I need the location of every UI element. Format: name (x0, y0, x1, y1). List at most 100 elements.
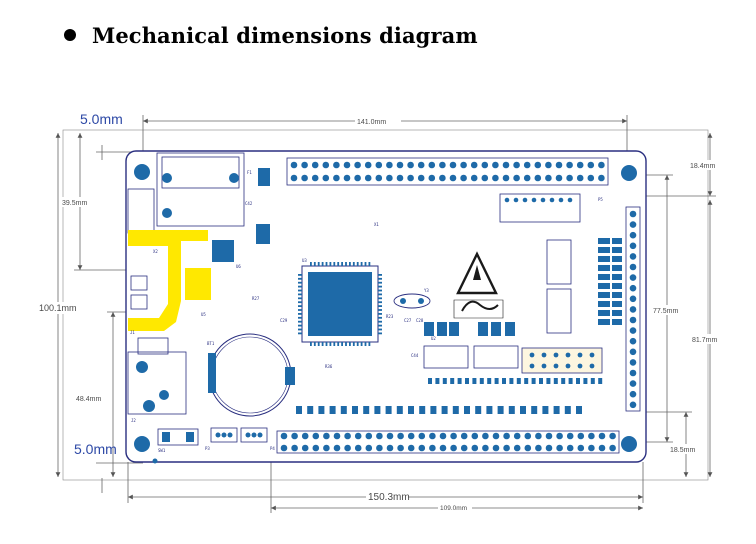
led-pad (590, 378, 595, 384)
mcu-pin (298, 324, 302, 327)
mcu-pin (321, 262, 324, 266)
mcu-pin (378, 305, 382, 307)
header-pin (460, 432, 468, 440)
mcu-pin (298, 313, 302, 315)
mcu-pin (349, 342, 351, 346)
smd-pad (541, 352, 547, 358)
header-pin (311, 161, 319, 169)
header-pin (524, 444, 532, 452)
header-pin (588, 444, 595, 452)
led-pad (524, 378, 529, 384)
smd-pad (541, 363, 547, 369)
header-pin (344, 444, 351, 452)
header-pin (407, 432, 415, 440)
mcu-pin (298, 316, 302, 319)
led-pad (428, 378, 432, 384)
header-pin (386, 174, 393, 182)
bullet-dot-icon (64, 29, 76, 41)
header-pin (502, 161, 510, 169)
mcu-pin (317, 342, 320, 346)
header-pin (396, 161, 404, 169)
mcu-pin (333, 342, 336, 346)
header-pin (407, 444, 415, 452)
label-c27: C27 (404, 318, 412, 323)
led-pad (509, 378, 514, 384)
label-x1: X1 (374, 222, 379, 227)
bottom-left-parts (130, 275, 268, 446)
mcu-pin (298, 301, 302, 304)
smd-pad (598, 265, 610, 271)
header-pin (343, 174, 351, 182)
heading: Mechanical dimensions diagram (64, 20, 478, 50)
mcu-pin (325, 342, 328, 346)
header-pin (439, 161, 446, 169)
smd-pad (553, 352, 559, 358)
led-pad (464, 406, 470, 414)
mcu-pin (298, 309, 302, 311)
led-pad (486, 406, 493, 414)
header-pin (629, 295, 637, 303)
rj45-connector (127, 152, 245, 234)
header-pin (556, 432, 563, 440)
mcu-pin (378, 301, 382, 304)
led-pad (576, 378, 580, 384)
header-pin (535, 444, 542, 452)
smd-pad (612, 319, 622, 325)
smd-pad (612, 283, 622, 289)
header-pin (407, 161, 414, 169)
led-pad (457, 378, 462, 384)
mcu-pin (378, 328, 382, 331)
mcu-pin (317, 262, 320, 266)
smd-pad (598, 301, 610, 307)
led-pad (598, 378, 603, 384)
header-pin (470, 161, 478, 169)
top-header (286, 157, 609, 186)
header-pin (576, 174, 584, 182)
header-pin (492, 432, 500, 440)
dim-bottom-margin: 5.0mm (74, 441, 117, 457)
header-pin (545, 432, 553, 440)
mcu-pin (356, 342, 359, 346)
dim-left-total: 100.1mm (39, 303, 77, 313)
smd-pad (612, 292, 622, 298)
mcu-pin (378, 277, 382, 280)
header-pin (629, 316, 637, 324)
header-pin (588, 432, 595, 440)
header-pin (481, 174, 489, 182)
mcu-pin (378, 332, 382, 335)
mcu-pin (378, 313, 382, 315)
led-pad (531, 378, 536, 384)
mcu-pin (298, 328, 302, 331)
mcu-pin (378, 320, 382, 323)
mcu-pin (313, 342, 316, 346)
mcu-pin (298, 297, 302, 300)
header-pin (629, 274, 637, 281)
smd-pad (540, 197, 546, 203)
smd-pad (567, 197, 573, 203)
header-pin (312, 432, 320, 440)
header-pin (598, 174, 605, 182)
smd-pad (598, 274, 610, 280)
header-pin (460, 444, 468, 452)
led-pad (494, 378, 499, 384)
header-pin (418, 444, 426, 452)
label-j1: J1 (130, 330, 135, 335)
bottom-left-pads (152, 432, 263, 464)
header-pin (503, 444, 510, 452)
header-pin (629, 337, 637, 345)
led-pad (296, 406, 302, 414)
header-pin (460, 174, 467, 182)
header-pin (534, 161, 542, 169)
label-c28: C28 (416, 318, 424, 323)
smd-pad (612, 238, 622, 244)
header-pin (312, 444, 320, 452)
mounting-holes (134, 164, 637, 452)
mcu-pin (325, 262, 328, 266)
esd-warning-icon (453, 251, 504, 319)
label-f1: F1 (247, 170, 252, 175)
dim-right-total: 81.7mm (692, 337, 717, 344)
dim-left-lower: 48.4mm (76, 396, 101, 403)
smd-pad (513, 197, 519, 203)
label-c44: C44 (411, 353, 419, 358)
